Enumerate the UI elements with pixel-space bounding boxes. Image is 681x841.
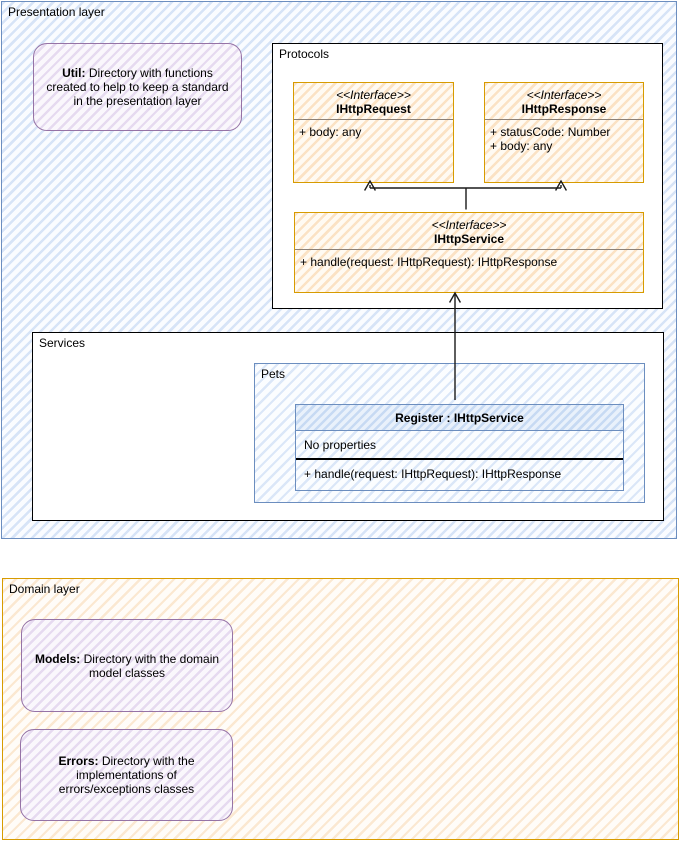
ihttprequest-divider: [294, 119, 453, 120]
register-method: + handle(request: IHttpRequest): IHttpRe…: [304, 467, 562, 481]
util-note-body: Directory with functions created to help…: [46, 66, 229, 108]
models-note[interactable]: Models: Directory with the domain model …: [21, 619, 233, 712]
errors-note[interactable]: Errors: Directory with the implementatio…: [20, 729, 233, 821]
models-note-body: Directory with the domain model classes: [83, 651, 220, 680]
register-title: Register : IHttpService: [296, 405, 623, 431]
ihttprequest-header: <<Interface>> IHttpRequest: [294, 83, 453, 119]
util-note-text: Util: Directory with functions created t…: [46, 66, 229, 108]
pets-container[interactable]: Pets Register : IHttpService No properti…: [254, 363, 645, 503]
register-properties: No properties: [296, 431, 623, 460]
errors-note-bold: Errors:: [58, 754, 99, 768]
services-label: Services: [39, 336, 86, 350]
domain-layer-label: Domain layer: [9, 582, 80, 596]
services-container[interactable]: Services Pets Register : IHttpService No…: [32, 332, 664, 521]
ihttpresponse-member: + statusCode: Number: [490, 125, 611, 139]
util-note-bold: Util:: [62, 66, 86, 80]
protocols-label: Protocols: [279, 47, 330, 61]
ihttpservice-header: <<Interface>> IHttpService: [295, 213, 643, 249]
interface-ihttprequest[interactable]: <<Interface>> IHttpRequest + body: any: [293, 82, 454, 183]
presentation-layer-container[interactable]: Presentation layer Util: Directory with …: [1, 1, 677, 539]
ihttpresponse-stereotype: <<Interface>>: [526, 88, 602, 102]
ihttpresponse-header: <<Interface>> IHttpResponse: [485, 83, 643, 119]
ihttprequest-members: + body: any: [294, 120, 453, 139]
ihttpservice-member: + handle(request: IHttpRequest): IHttpRe…: [300, 255, 558, 269]
ihttpservice-name: IHttpService: [433, 232, 505, 246]
ihttpservice-divider: [295, 249, 643, 250]
util-note[interactable]: Util: Directory with functions created t…: [33, 43, 242, 131]
ihttprequest-member: + body: any: [299, 125, 362, 139]
errors-note-text: Errors: Directory with the implementatio…: [43, 754, 210, 796]
models-note-bold: Models:: [34, 651, 81, 666]
ihttpservice-members: + handle(request: IHttpRequest): IHttpRe…: [295, 250, 643, 269]
presentation-layer-label: Presentation layer: [8, 5, 105, 19]
interface-ihttpresponse[interactable]: <<Interface>> IHttpResponse + statusCode…: [484, 82, 644, 183]
ihttpresponse-members: + statusCode: Number + body: any: [485, 120, 643, 153]
models-note-text: Models: Directory with the domain model …: [34, 652, 220, 680]
pets-label: Pets: [261, 367, 286, 381]
class-register[interactable]: Register : IHttpService No properties + …: [295, 404, 624, 491]
ihttpservice-stereotype: <<Interface>>: [431, 218, 507, 232]
errors-note-body: Directory with the implementations of er…: [58, 754, 195, 796]
ihttprequest-stereotype: <<Interface>>: [336, 88, 411, 102]
interface-ihttpservice[interactable]: <<Interface>> IHttpService + handle(requ…: [294, 212, 644, 293]
protocols-container[interactable]: Protocols <<Interface>> IHttpRequest + b…: [272, 43, 663, 309]
ihttpresponse-divider: [485, 119, 643, 120]
ihttpresponse-name: IHttpResponse: [521, 102, 607, 116]
domain-layer-container[interactable]: Domain layer Models: Directory with the …: [2, 578, 679, 840]
ihttpresponse-member: + body: any: [490, 139, 553, 153]
ihttprequest-name: IHttpRequest: [336, 102, 411, 116]
